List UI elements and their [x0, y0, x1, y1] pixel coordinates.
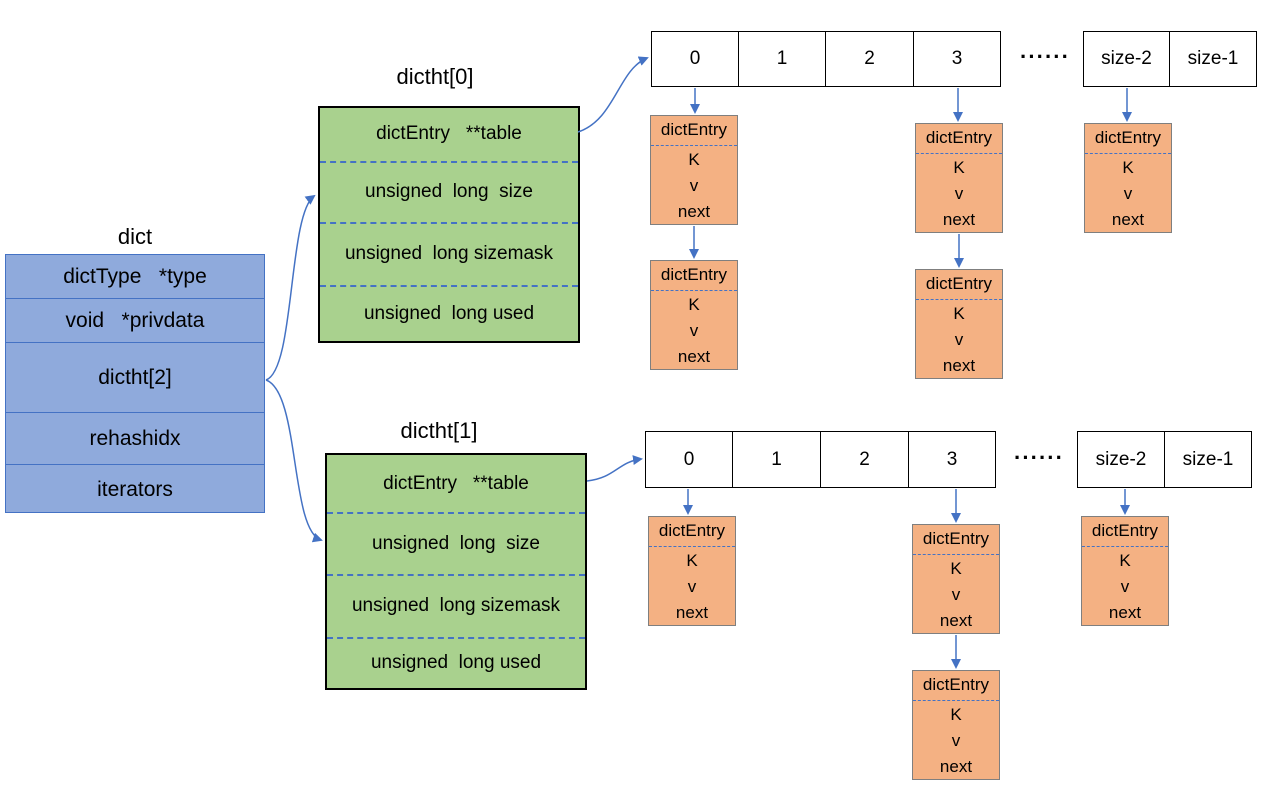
dictht0-separator [320, 222, 578, 224]
dictht0-field-used: unsigned long used [363, 302, 535, 324]
dict-field-type: dictType *type [6, 255, 264, 299]
entry-header: dictEntry [925, 274, 993, 293]
dict-field-rehashidx: rehashidx [6, 413, 264, 465]
entry-value: v [689, 176, 699, 195]
dictht0-field-size: unsigned long size [365, 181, 533, 202]
entry-separator [913, 554, 999, 555]
dictht1-field-used: unsigned long used [370, 652, 542, 673]
entry-key: K [1122, 158, 1134, 177]
table0-bucket-2: 2 [825, 31, 914, 87]
entry-next: next [939, 757, 973, 776]
dictht1-title: dictht[1] [400, 418, 478, 443]
entry-value: v [1120, 577, 1130, 596]
entry-header: dictEntry [660, 265, 728, 284]
entry-next: next [1111, 210, 1145, 229]
entry-next: next [942, 356, 976, 375]
table1-bucket-2: 2 [820, 431, 909, 488]
dictht1-separator [327, 512, 585, 514]
entry-separator [916, 299, 1002, 300]
entry-separator [1082, 546, 1168, 547]
entry-key: K [953, 304, 965, 323]
dict-entry: dictEntry K v next [912, 670, 1000, 780]
entry-next: next [1108, 603, 1142, 622]
entry-next: next [939, 611, 973, 630]
dictht0-title: dictht[0] [396, 64, 474, 89]
entry-separator [649, 546, 735, 547]
table0-bucket-3: 3 [913, 31, 1001, 87]
dictht0-field-sizemask: unsigned long sizemask [344, 243, 554, 264]
dictht0-struct: dictEntry **table unsigned long size uns… [318, 106, 580, 343]
entry-header: dictEntry [922, 529, 990, 548]
entry-key: K [688, 150, 700, 169]
dict-struct: dictType *type void *privdata dictht[2] … [5, 254, 265, 513]
entry-separator [1085, 153, 1171, 154]
entry-header: dictEntry [660, 120, 728, 139]
dictht1-field-table: dictEntry **table [383, 473, 529, 494]
dictht0-field-table: dictEntry **table [376, 123, 522, 144]
entry-header: dictEntry [922, 675, 990, 694]
arrow-table0-pointer [577, 56, 649, 133]
dictht1-separator [327, 574, 585, 576]
entry-value: v [954, 330, 964, 349]
dict-field-ht: dictht[2] [6, 343, 264, 413]
dict-entry: dictEntry K v next [915, 123, 1003, 233]
entry-next: next [942, 210, 976, 229]
table1-bucket-size-1: size-1 [1164, 431, 1252, 488]
dict-field-privdata: void *privdata [6, 299, 264, 343]
entry-header: dictEntry [658, 521, 726, 540]
entry-header: dictEntry [1091, 521, 1159, 540]
dict-entry: dictEntry K v next [1081, 516, 1169, 626]
dictht1-field-sizemask: unsigned long sizemask [351, 595, 561, 616]
entry-value: v [689, 321, 699, 340]
entry-value: v [1123, 184, 1133, 203]
entry-key: K [950, 705, 962, 724]
dictht0-separator [320, 285, 578, 287]
table1-bucket-3: 3 [908, 431, 996, 488]
entry-header: dictEntry [925, 128, 993, 147]
table0-ellipsis: ······ [1020, 44, 1070, 69]
table0-bucket-size-2: size-2 [1083, 31, 1170, 87]
entry-next: next [677, 347, 711, 366]
dict-entry: dictEntry K v next [650, 115, 738, 225]
dict-entry: dictEntry K v next [1084, 123, 1172, 233]
dict-entry: dictEntry K v next [912, 524, 1000, 634]
dict-field-iterators: iterators [97, 477, 173, 501]
dictht1-struct: dictEntry **table unsigned long size uns… [325, 453, 587, 690]
entry-next: next [677, 202, 711, 221]
table0-bucket-1: 1 [738, 31, 826, 87]
entry-header: dictEntry [1094, 128, 1162, 147]
entry-separator [651, 145, 737, 146]
entry-key: K [686, 551, 698, 570]
entry-key: K [688, 295, 700, 314]
dict-entry: dictEntry K v next [915, 269, 1003, 379]
table1-bucket-1: 1 [732, 431, 821, 488]
entry-separator [916, 153, 1002, 154]
arrow-dict-to-dictht0 [265, 194, 316, 381]
entry-separator [913, 700, 999, 701]
entry-next: next [675, 603, 709, 622]
dict-entry: dictEntry K v next [650, 260, 738, 370]
dictht1-field-size: unsigned long size [372, 533, 540, 554]
dict-entry: dictEntry K v next [648, 516, 736, 626]
table0-bucket-0: 0 [651, 31, 739, 87]
dictht0-separator [320, 161, 578, 163]
entry-key: K [1119, 551, 1131, 570]
entry-value: v [954, 184, 964, 203]
dict-title: dict [117, 224, 153, 249]
arrow-dict-to-dictht1 [265, 379, 323, 543]
table1-bucket-0: 0 [645, 431, 733, 488]
table0-bucket-size-1: size-1 [1169, 31, 1257, 87]
arrow-table1-pointer [586, 455, 643, 482]
entry-key: K [953, 158, 965, 177]
dictht1-separator [327, 637, 585, 639]
entry-value: v [951, 731, 961, 750]
entry-value: v [951, 585, 961, 604]
entry-value: v [687, 577, 697, 596]
entry-separator [651, 290, 737, 291]
table1-ellipsis: ······ [1014, 445, 1064, 470]
entry-key: K [950, 559, 962, 578]
